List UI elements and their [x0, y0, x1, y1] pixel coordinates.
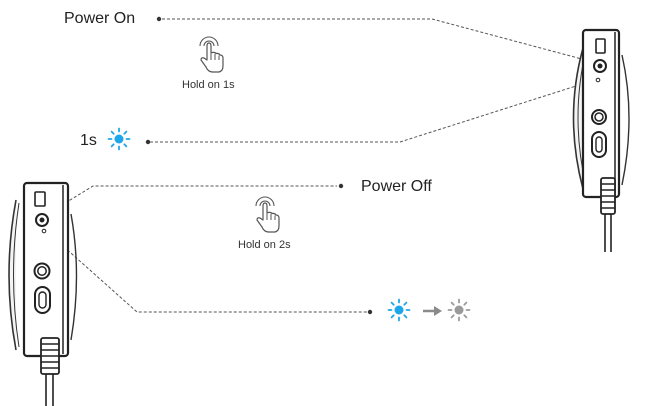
blue-led-icon	[387, 298, 411, 322]
power-on-hold-text: Hold on 1s	[182, 79, 235, 91]
indicator-line-1s	[150, 78, 599, 143]
camera-device-power-off	[8, 181, 78, 406]
power-on-line	[162, 18, 594, 63]
indicator-line-off	[44, 229, 368, 313]
arrow-right-icon	[423, 306, 442, 316]
indicator-duration-label: 1s	[80, 132, 97, 149]
camera-device-power-on	[572, 28, 630, 252]
power-off-hold-text: Hold on 2s	[238, 239, 291, 251]
touch-hand-icon	[199, 36, 224, 73]
touch-hand-icon	[255, 196, 280, 233]
gray-led-icon	[447, 298, 471, 322]
power-off-line	[43, 185, 337, 217]
power-on-label: Power On	[64, 10, 136, 27]
power-off-label: Power Off	[361, 178, 432, 195]
blue-led-icon	[107, 127, 131, 151]
connector-lines	[43, 18, 599, 313]
